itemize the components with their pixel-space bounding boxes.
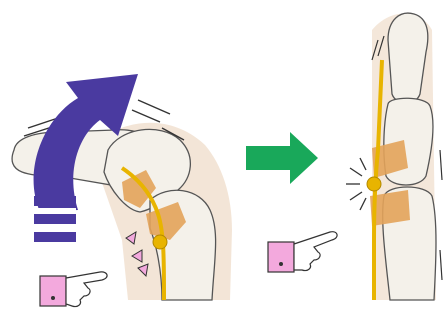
left-tendon-nodule — [153, 235, 167, 249]
pointing-hand-icon — [40, 272, 107, 307]
arrow-right-icon — [246, 132, 318, 184]
flexion-arrow-stripe-3 — [34, 232, 76, 242]
flexion-arrow-stripe-1 — [34, 196, 76, 206]
pointing-hand-icon — [268, 232, 337, 272]
flexion-arrow-stripe-2 — [34, 214, 76, 224]
right-tendon-nodule — [367, 177, 381, 191]
hand-sleeve — [268, 242, 294, 272]
hand-fingers — [294, 232, 337, 271]
right-snap-burst — [346, 158, 366, 210]
hand-sleeve — [40, 276, 66, 306]
left-panel-bent-finger — [12, 74, 232, 307]
hand-fingers — [66, 272, 107, 307]
